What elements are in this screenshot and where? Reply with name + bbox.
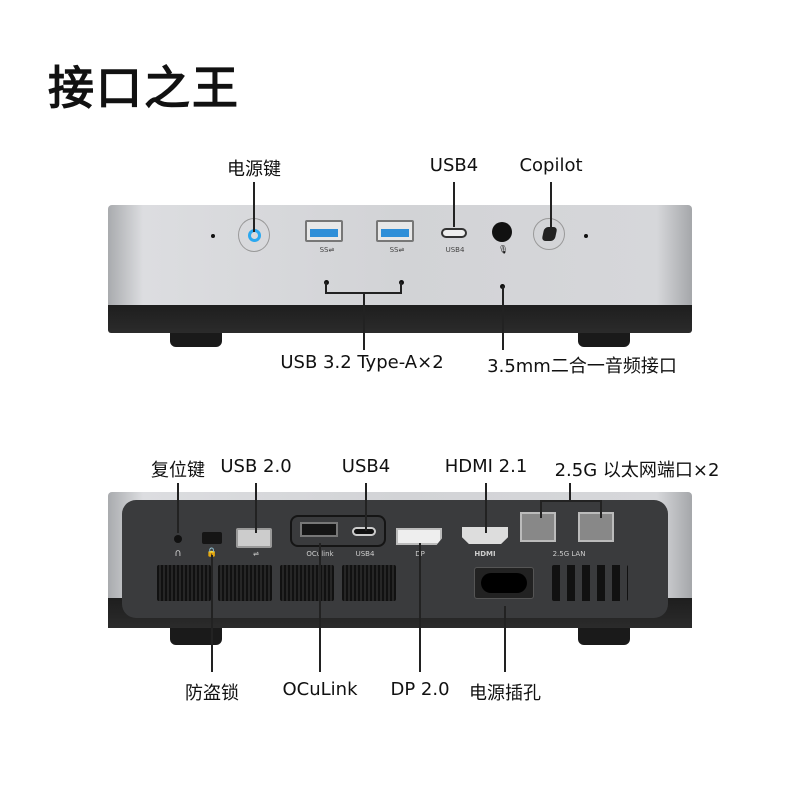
leader-line [504, 606, 506, 672]
lan-mark: 2.5G LAN [552, 550, 586, 558]
label-audio: 3.5mm二合一音频接口 [487, 356, 677, 377]
leader-line [540, 500, 602, 502]
label-usb4: USB4 [429, 155, 479, 176]
leader-line [600, 500, 602, 518]
power-inlet[interactable] [474, 567, 534, 599]
front-mic-hole [211, 234, 215, 238]
usb-a-port-2[interactable] [376, 220, 414, 242]
hdmi-mark: HDMI [474, 550, 496, 558]
label-usb4-rear: USB4 [341, 456, 391, 477]
label-lock: 防盗锁 [185, 683, 239, 704]
leader-line [550, 182, 552, 227]
leader-line [540, 500, 542, 518]
page-title: 接口之王 [48, 61, 240, 115]
front-foot-right [578, 330, 630, 347]
usb-icon: ⇌ [253, 550, 259, 558]
leader-line [177, 483, 179, 533]
label-usb2: USB 2.0 [220, 456, 292, 477]
leader-line [253, 182, 255, 232]
audio-jack[interactable] [492, 222, 512, 242]
usb-c-port[interactable] [441, 228, 467, 238]
usb-a-port-1[interactable] [305, 220, 343, 242]
leader-line [485, 483, 487, 533]
rear-foot-right [578, 625, 630, 645]
front-base [108, 305, 692, 333]
label-power-jack: 电源插孔 [469, 683, 541, 704]
ss-mark: SS⇌ [389, 246, 405, 254]
label-reset: 复位键 [151, 460, 205, 481]
leader-line [363, 292, 365, 350]
leader-line [419, 543, 421, 672]
vent [342, 565, 396, 601]
reset-button[interactable] [174, 535, 182, 543]
leader-line [569, 483, 571, 501]
usb2-port[interactable] [236, 528, 272, 548]
label-oculink: OCuLink [282, 679, 358, 700]
leader-line [211, 555, 213, 672]
lock-icon: 🔒 [206, 548, 218, 558]
oculink-port[interactable] [300, 522, 338, 537]
front-foot-left [170, 330, 222, 347]
headset-icon: 🎙 [498, 245, 509, 254]
power-inlet-socket [481, 573, 527, 593]
front-mic-hole [584, 234, 588, 238]
front-view: SS⇌ SS⇌ USB4 🎙 电源键 USB4 Copilot USB 3.2 … [108, 155, 692, 377]
leader-line [319, 543, 321, 672]
lock-slot[interactable] [202, 532, 222, 544]
leader-line [365, 483, 367, 531]
label-hdmi: HDMI 2.1 [444, 456, 528, 477]
label-copilot: Copilot [519, 155, 583, 176]
usb4-mark: USB4 [445, 246, 465, 254]
headphone-icon: ∩ [174, 548, 182, 559]
ss-mark: SS⇌ [319, 246, 335, 254]
copilot-button[interactable] [533, 218, 565, 250]
leader-line [255, 483, 257, 533]
oculink-usb4-frame [290, 515, 386, 547]
leader-line [502, 286, 504, 350]
label-lan: 2.5G 以太网端口×2 [554, 460, 720, 481]
leader-line [400, 282, 402, 294]
label-usb-a: USB 3.2 Type-A×2 [280, 352, 444, 373]
usb4-mark: USB4 [355, 550, 375, 558]
leader-line [325, 282, 327, 294]
label-dp: DP 2.0 [390, 679, 450, 700]
vent [218, 565, 272, 601]
lan-port-1[interactable] [520, 512, 556, 542]
vent [552, 565, 628, 601]
hdmi-port[interactable] [462, 527, 508, 544]
vent [280, 565, 334, 601]
label-power-button: 电源键 [227, 159, 281, 180]
vent [157, 565, 211, 601]
lan-port-2[interactable] [578, 512, 614, 542]
leader-line [453, 182, 455, 227]
rear-foot-left [170, 625, 222, 645]
usb4-rear-port[interactable] [352, 527, 376, 536]
